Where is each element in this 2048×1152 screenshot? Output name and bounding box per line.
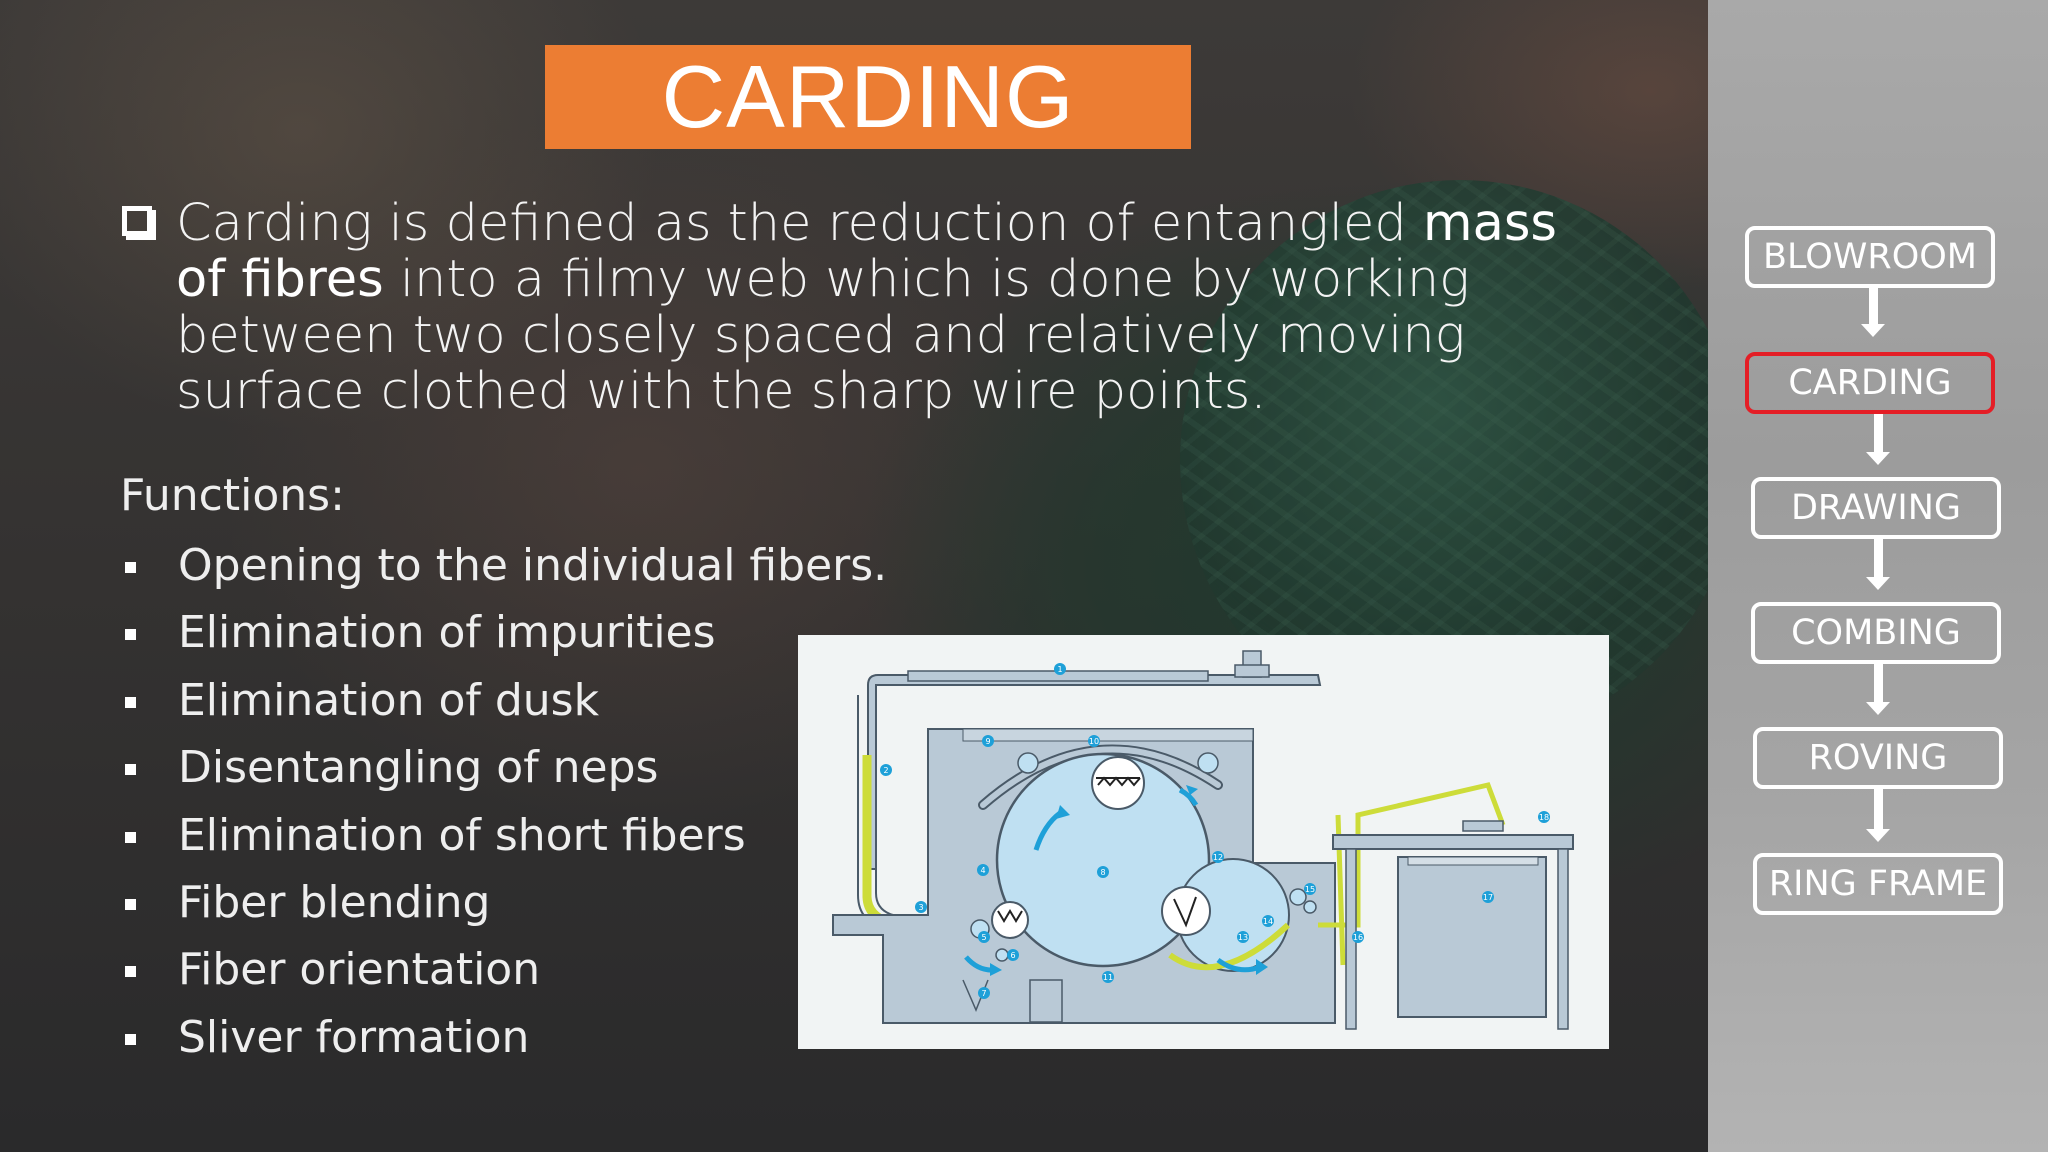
callout-label: 13: [1238, 933, 1248, 942]
square-bullet-icon: [125, 629, 136, 641]
callout-label: 2: [883, 766, 888, 775]
function-label: Opening to the individual fibers.: [178, 540, 888, 591]
square-bullet-icon: [125, 1033, 136, 1045]
callout-label: 11: [1103, 973, 1113, 982]
carding-machine-diagram: 1 2 3 4 5 6 7 8 9 10 11 12 13 14 15 16 1…: [798, 635, 1609, 1049]
callout-label: 5: [981, 933, 986, 942]
title-banner: CARDING: [545, 45, 1191, 149]
flow-step-blowroom: BLOWROOM: [1745, 226, 1995, 288]
square-bullet-icon: [125, 696, 136, 708]
callout-label: 6: [1010, 951, 1015, 960]
function-label: Elimination of short fibers: [178, 809, 746, 861]
definition-emphasis: mass of fibres: [176, 194, 1557, 309]
definition-text: Carding is defined as the reduction of e…: [176, 196, 1602, 420]
flow-step-label: DRAWING: [1790, 488, 1962, 528]
flow-step-label: RING FRAME: [1768, 864, 1988, 904]
definition-paragraph: Carding is defined as the reduction of e…: [122, 196, 1602, 420]
callout-label: 10: [1089, 737, 1099, 746]
function-label: Fiber blending: [178, 876, 491, 928]
flow-step-label: COMBING: [1791, 613, 1961, 653]
callout-label: 18: [1539, 813, 1549, 822]
callout-label: 4: [980, 866, 985, 875]
slide-title: CARDING: [661, 47, 1075, 146]
flow-step-label: CARDING: [1788, 363, 1952, 403]
function-label: Elimination of impurities: [178, 607, 716, 659]
flow-step-roving: ROVING: [1753, 727, 2003, 789]
callout-label: 14: [1263, 917, 1273, 926]
callout-label: 12: [1213, 853, 1223, 862]
callout-label: 15: [1305, 885, 1315, 894]
callout-label: 16: [1353, 933, 1363, 942]
function-label: Disentangling of neps: [178, 742, 659, 794]
flow-step-label: ROVING: [1808, 738, 1948, 778]
square-bullet-icon: [125, 831, 136, 843]
functions-heading: Functions:: [120, 470, 345, 521]
function-label: Sliver formation: [178, 1011, 530, 1063]
function-label: Elimination of dusk: [178, 674, 600, 726]
flow-step-drawing: DRAWING: [1751, 477, 2001, 539]
checkbox-bullet-icon: [122, 206, 156, 240]
callout-label: 8: [1100, 868, 1105, 877]
square-bullet-icon: [125, 898, 136, 910]
carding-machine-illustration: 1 2 3 4 5 6 7 8 9 10 11 12 13 14 15 16 1…: [832, 650, 1574, 1030]
flow-step-combing: COMBING: [1751, 602, 2001, 664]
flow-step-ring-frame: RING FRAME: [1753, 853, 2003, 915]
flow-step-carding: CARDING: [1745, 352, 1995, 414]
callout-label: 17: [1483, 893, 1493, 902]
square-bullet-icon: [125, 562, 136, 573]
function-label: Fiber orientation: [178, 944, 541, 996]
callout-label: 9: [985, 737, 990, 746]
definition-part-1: Carding is defined as the reduction of e…: [176, 194, 1423, 253]
callout-label: 7: [981, 989, 986, 998]
callout-label: 1: [1057, 665, 1062, 674]
square-bullet-icon: [125, 966, 136, 978]
callout-label: 3: [918, 903, 923, 912]
flow-step-label: BLOWROOM: [1762, 237, 1978, 277]
square-bullet-icon: [125, 764, 136, 776]
definition-part-2: into a filmy web which is done by workin…: [176, 250, 1470, 421]
